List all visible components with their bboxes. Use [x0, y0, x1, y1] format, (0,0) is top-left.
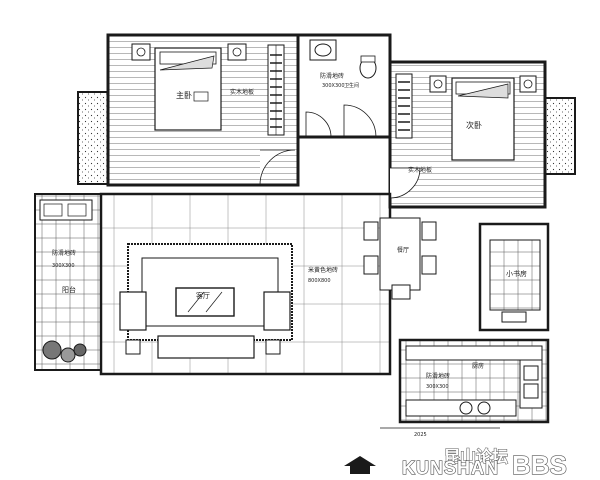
dimension-label: 2025 [414, 432, 427, 438]
tile-size-label: 300X300 [52, 263, 75, 269]
room-label: 厨房 [472, 362, 484, 370]
bay-window [544, 97, 576, 175]
washbasin [309, 39, 337, 61]
study-bed [489, 239, 541, 311]
potted-plant [42, 340, 87, 363]
forum-watermark: 昆山论坛 KUNSHAN BBS [401, 447, 567, 480]
study [478, 222, 550, 332]
bathroom [296, 33, 392, 139]
floor-label: 实木地板 [408, 166, 432, 174]
side-table [125, 339, 141, 355]
living-dining-area [99, 192, 392, 376]
door-swing [259, 149, 296, 186]
floor-label: 防滑地砖 [426, 372, 450, 380]
side-table [265, 339, 281, 355]
room-label: 阳台 [62, 285, 76, 294]
room-label: 小书房 [506, 269, 527, 278]
tile-size-label: 300X300 [322, 83, 345, 89]
door-swing [343, 104, 377, 138]
armchair [263, 291, 291, 331]
stove [459, 401, 491, 415]
master-bedroom [106, 33, 300, 187]
door-swing [389, 167, 421, 199]
sofa [157, 335, 255, 359]
room-label: 客厅 [196, 291, 210, 300]
laundry-sink [39, 199, 93, 221]
room-label: 主卧 [176, 90, 192, 100]
watermark-cn: 昆山论坛 [444, 447, 508, 466]
floor-label: 防滑地砖 [52, 249, 76, 257]
nightstand [519, 75, 537, 93]
floor-label: 防滑地砖 [320, 72, 344, 80]
bay-window [77, 91, 109, 185]
dining-set [363, 217, 437, 300]
watermark-bbs: BBS [512, 450, 567, 480]
nightstand [131, 43, 151, 61]
entrance-arrow [344, 456, 376, 474]
kitchen [398, 338, 550, 424]
coffee-table [175, 287, 235, 317]
watermark-en: KUNSHAN [402, 458, 499, 478]
room-label: 餐厅 [397, 246, 409, 254]
tile-size-label: 300X300 [426, 384, 449, 390]
floor-label: 实木地板 [230, 88, 254, 96]
nightstand [429, 75, 447, 93]
second-bedroom [388, 60, 547, 209]
armchair [119, 291, 147, 331]
room-label: 卫生间 [344, 82, 359, 89]
room-label: 次卧 [466, 120, 482, 130]
floor-label: 米黄色地砖 [308, 266, 338, 274]
dining-table [379, 217, 421, 291]
balcony [34, 193, 102, 371]
nightstand [227, 43, 247, 61]
tile-size-label: 800X800 [308, 278, 331, 284]
